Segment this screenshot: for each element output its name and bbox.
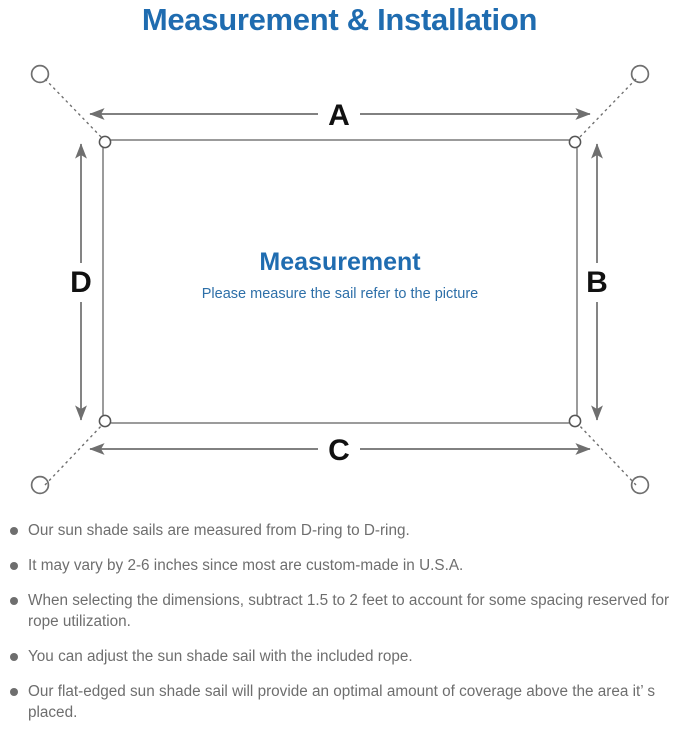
rope-line-bottom-right [576, 422, 637, 486]
anchor-point-bottom-right [630, 475, 650, 495]
sail-caption-subtitle: Please measure the sail refer to the pic… [202, 286, 478, 302]
list-item: Our flat-edged sun shade sail will provi… [0, 681, 679, 723]
bullet-icon [10, 653, 18, 661]
bullet-icon [10, 597, 18, 605]
rope-line-top-right [576, 78, 637, 141]
anchor-point-top-right [630, 64, 650, 84]
rope-line-bottom-left [44, 422, 105, 486]
note-text: When selecting the dimensions, subtract … [28, 592, 670, 630]
dimension-label-c: C [328, 434, 350, 467]
list-item: You can adjust the sun shade sail with t… [0, 646, 679, 667]
d-ring-top-left [98, 135, 112, 149]
anchor-point-bottom-left [30, 475, 50, 495]
anchor-point-top-left [30, 64, 50, 84]
note-text: Our sun shade sails are measured from D-… [28, 522, 410, 539]
page-title: Measurement & Installation [141, 2, 538, 37]
d-ring-top-right [568, 135, 582, 149]
anchor-points [30, 64, 650, 495]
note-text: It may vary by 2-6 inches since most are… [28, 557, 464, 574]
dimension-arrow-c: C [89, 434, 591, 467]
bullet-icon [10, 562, 18, 570]
sail-measurement-diagram: A C D B Measurement Please measure the s… [0, 48, 679, 513]
rope-lines [44, 78, 637, 486]
note-text: You can adjust the sun shade sail with t… [28, 648, 413, 665]
dimension-label-a: A [328, 99, 350, 132]
sail-body [102, 139, 578, 424]
sail-caption-title: Measurement [259, 248, 421, 276]
dimension-arrow-b: B [586, 143, 608, 421]
list-item: It may vary by 2-6 inches since most are… [0, 555, 679, 576]
notes-list: Our sun shade sails are measured from D-… [0, 520, 679, 723]
d-rings [98, 135, 582, 428]
note-text: Our flat-edged sun shade sail will provi… [28, 683, 655, 721]
dimension-arrow-d: D [70, 143, 92, 421]
d-ring-bottom-left [98, 414, 112, 428]
dimension-arrow-a: A [89, 99, 591, 132]
d-ring-bottom-right [568, 414, 582, 428]
dimension-label-b: B [586, 266, 608, 299]
bullet-icon [10, 527, 18, 535]
dimension-label-d: D [70, 266, 92, 299]
list-item: Our sun shade sails are measured from D-… [0, 520, 679, 541]
list-item: When selecting the dimensions, subtract … [0, 590, 679, 632]
rope-line-top-left [44, 78, 105, 141]
bullet-icon [10, 688, 18, 696]
